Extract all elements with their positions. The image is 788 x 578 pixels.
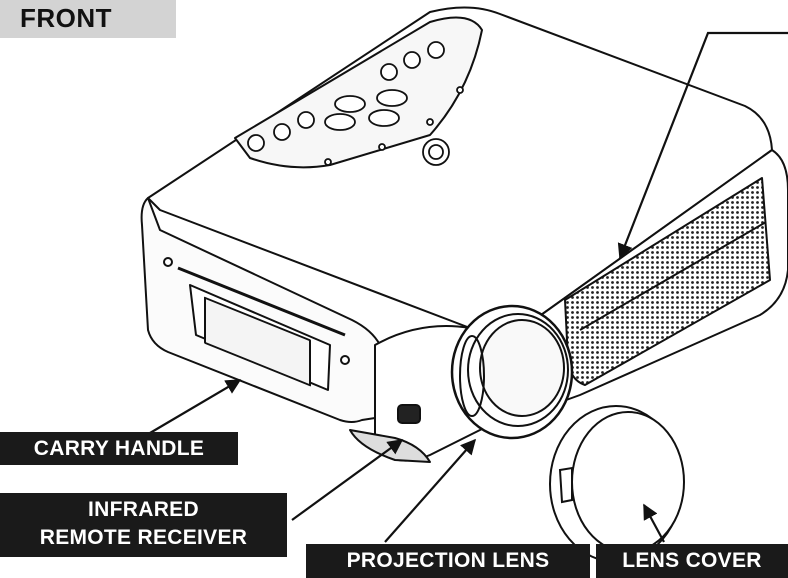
lens-cover-label: LENS COVER (596, 544, 788, 578)
infrared-label-line1: INFRARED (88, 498, 199, 521)
infrared-label-line2: REMOTE RECEIVER (39, 526, 248, 549)
callout-arrow-vent (617, 31, 788, 260)
control-panel-outline (234, 16, 483, 169)
callout-arrow-infrared (291, 439, 404, 521)
top-control-buttons (247, 41, 464, 166)
callout-arrow-lens (384, 438, 477, 543)
projector-illustration (140, 6, 788, 463)
callout-arrows (149, 31, 788, 543)
callout-arrow-carry (149, 379, 242, 434)
infrared-receiver-window (397, 404, 421, 424)
lens-cover-illustration (549, 405, 685, 563)
projection-lens-label: PROJECTION LENS (306, 544, 590, 578)
infrared-receiver-label: INFRARED REMOTE RECEIVER (0, 493, 287, 557)
carry-handle-label: CARRY HANDLE (0, 432, 238, 465)
callout-arrow-cover (643, 503, 665, 543)
front-view-tag: FRONT (0, 0, 176, 38)
lens-glass (479, 319, 565, 417)
